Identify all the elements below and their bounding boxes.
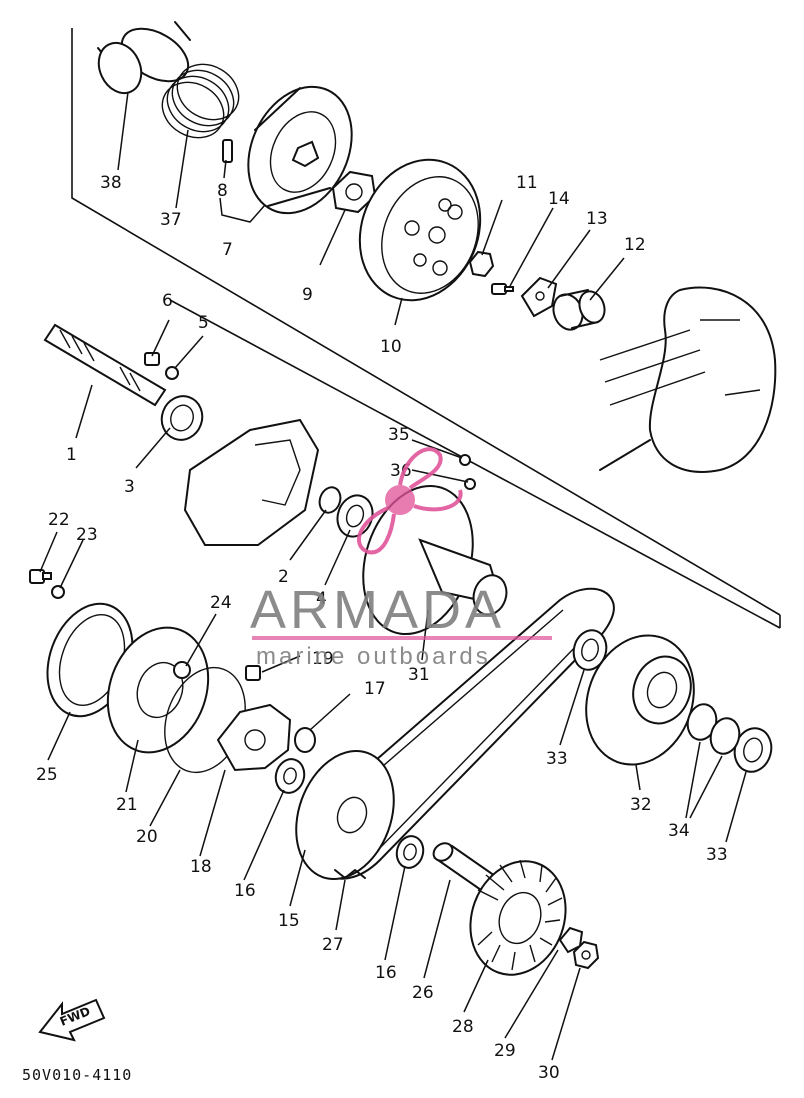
callout-1: 1 (66, 445, 77, 465)
callout-17: 17 (364, 679, 386, 699)
callout-20: 20 (136, 827, 158, 847)
watermark-rule (252, 636, 552, 640)
part-35-clip (459, 454, 471, 466)
part-10-clutch-housing (358, 158, 482, 302)
callout-32: 32 (630, 795, 652, 815)
part-6-bolt (144, 352, 160, 366)
callout-19: 19 (312, 649, 334, 669)
part-12-collar (552, 289, 606, 331)
callout-8: 8 (217, 181, 228, 201)
part-22-bolt (29, 569, 52, 584)
part-2-snap-ring (318, 486, 342, 514)
callout-27: 27 (322, 935, 344, 955)
part-18-cam-plate (216, 703, 292, 772)
callout-35: 35 (388, 425, 410, 445)
part-15-movable-sheave (295, 750, 395, 880)
callout-6: 6 (162, 291, 173, 311)
callout-37: 37 (160, 210, 182, 230)
callout-13: 13 (586, 209, 608, 229)
part-23-washer (51, 585, 65, 599)
part-38-sleeve (97, 21, 191, 95)
callout-24: 24 (210, 593, 232, 613)
fwd-arrow-icon: FWD (38, 998, 106, 1042)
callout-9: 9 (302, 285, 313, 305)
part-16-collar-2 (395, 835, 425, 869)
diagram-code: 50V010-4110 (22, 1066, 132, 1084)
transmission-cover (183, 418, 320, 546)
callout-16-b: 16 (375, 963, 397, 983)
part-16-collar (274, 758, 306, 794)
callout-22: 22 (48, 510, 70, 530)
part-34-o-rings (686, 703, 741, 755)
engine-case-outline (599, 286, 777, 473)
callout-25: 25 (36, 765, 58, 785)
callout-labels: 1 2 3 4 5 6 7 8 9 10 11 12 13 14 15 16 1… (36, 173, 728, 1083)
callout-11: 11 (516, 173, 538, 193)
part-7-clutch-carrier (247, 85, 353, 215)
callout-33-b: 33 (706, 845, 728, 865)
callout-33: 33 (546, 749, 568, 769)
callout-18: 18 (190, 857, 212, 877)
callout-21: 21 (116, 795, 138, 815)
part-14-bolt (491, 283, 514, 295)
callout-29: 29 (494, 1041, 516, 1061)
propeller-logo-icon (356, 447, 463, 555)
callout-5: 5 (198, 313, 209, 333)
callout-2: 2 (278, 567, 289, 587)
callout-30: 30 (538, 1063, 560, 1083)
part-5-washer (165, 366, 179, 380)
callout-15: 15 (278, 911, 300, 931)
part-11-nut (468, 250, 495, 278)
callout-34: 34 (668, 821, 690, 841)
callout-7: 7 (222, 240, 233, 260)
part-30-nut (572, 940, 600, 970)
part-36-clip (464, 478, 476, 490)
part-3-bearing (160, 395, 204, 441)
part-1-shaft (43, 323, 167, 407)
callout-12: 12 (624, 235, 646, 255)
callout-10: 10 (380, 337, 402, 357)
callout-38: 38 (100, 173, 122, 193)
part-29-washer (558, 926, 584, 954)
callout-26: 26 (412, 983, 434, 1003)
part-27-ramp (334, 869, 366, 879)
callout-14: 14 (548, 189, 570, 209)
part-21-cover-plate (106, 626, 210, 754)
part-17-roller-weight (294, 727, 316, 753)
watermark: ARMADA marine outboards (250, 447, 552, 670)
assembly-frame (71, 28, 781, 629)
watermark-tagline: marine outboards (256, 643, 491, 670)
callout-16: 16 (234, 881, 256, 901)
callout-23: 23 (76, 525, 98, 545)
callout-4: 4 (316, 589, 327, 609)
part-37-spring (161, 63, 240, 139)
part-33-seal (572, 629, 608, 671)
part-28-fan (469, 859, 567, 976)
leader-lines (39, 91, 747, 1061)
callout-28: 28 (452, 1017, 474, 1037)
callout-3: 3 (124, 477, 135, 497)
part-19-slider (245, 665, 261, 681)
watermark-brand: ARMADA (250, 580, 505, 640)
part-8-pin (222, 139, 233, 163)
callout-31: 31 (408, 665, 430, 685)
